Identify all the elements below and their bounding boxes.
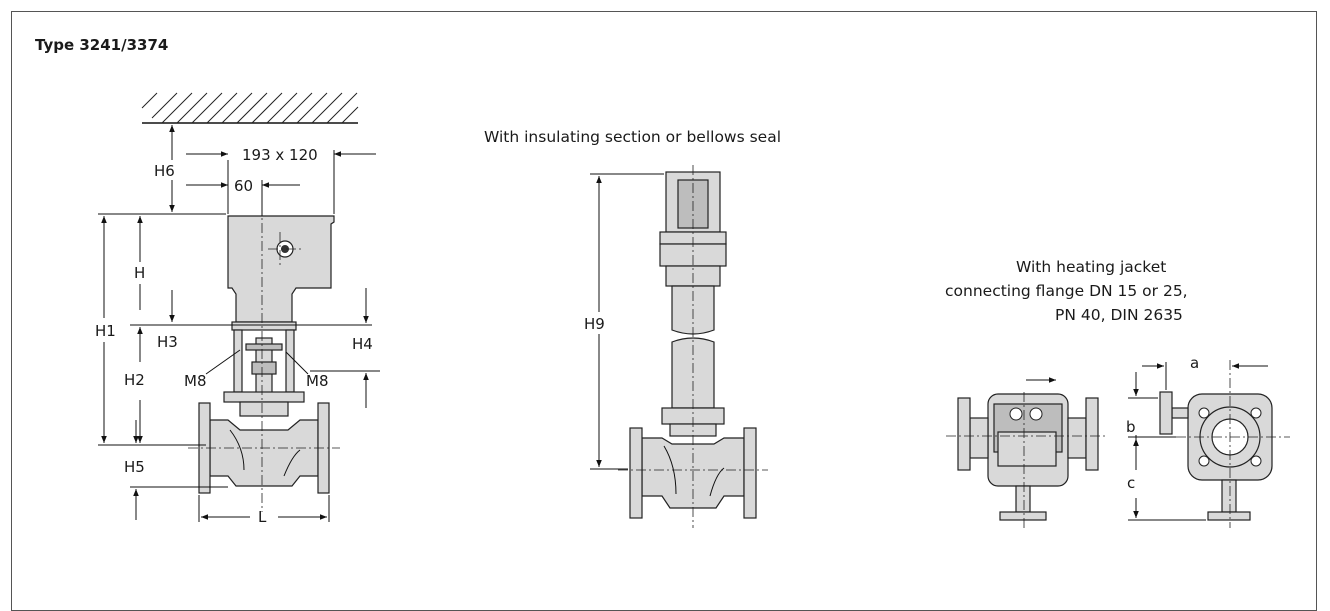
- label-m8-right: M8: [306, 372, 329, 390]
- main-valve-view: 193 x 120 60 H6 H1 H H3 H2 M8 M8: [95, 92, 380, 526]
- bonnet-flange: [223, 391, 305, 403]
- caption-bellows-seal: With insulating section or bellows seal: [484, 128, 781, 146]
- bonnet: [239, 401, 289, 417]
- dim-h4: H4: [352, 335, 373, 353]
- dim-l: L: [258, 508, 267, 526]
- dim-b: b: [1126, 418, 1136, 436]
- dim-overall-size: 193 x 120: [242, 146, 318, 164]
- bellows-flange-right: [743, 427, 757, 519]
- yoke-top: [231, 321, 297, 331]
- dim-h9: H9: [584, 315, 605, 333]
- technical-drawing: 193 x 120 60 H6 H1 H H3 H2 M8 M8: [95, 92, 1290, 528]
- dim-h6: H6: [154, 162, 175, 180]
- ceiling-hatch: [141, 92, 359, 124]
- jacket-front-view: [946, 377, 1108, 528]
- heating-jacket-view: With heating jacket connecting flange DN…: [945, 258, 1290, 528]
- bellows-flange-left: [629, 427, 643, 519]
- actuator-housing: [227, 215, 335, 323]
- valve-body: [209, 419, 319, 487]
- bellows-seal-view: With insulating section or bellows seal …: [484, 128, 781, 528]
- dim-h3: H3: [157, 333, 178, 351]
- dim-h5: H5: [124, 458, 145, 476]
- dim-offset-60: 60: [234, 177, 253, 195]
- dim-c: c: [1127, 474, 1135, 492]
- dim-h: H: [134, 264, 145, 282]
- dim-h1: H1: [95, 322, 116, 340]
- yoke-pillar-left: [233, 329, 243, 393]
- drawing-title: Type 3241/3374: [35, 36, 169, 54]
- jacket-side-view: a b c: [1126, 354, 1290, 528]
- caption-jacket-1: With heating jacket: [1016, 258, 1166, 276]
- yoke-pillar-right: [285, 329, 295, 393]
- dim-a: a: [1190, 354, 1199, 372]
- caption-jacket-2: connecting flange DN 15 or 25,: [945, 282, 1188, 300]
- caption-jacket-3: PN 40, DIN 2635: [1055, 306, 1183, 324]
- label-m8-left: M8: [184, 372, 207, 390]
- dim-h2: H2: [124, 371, 145, 389]
